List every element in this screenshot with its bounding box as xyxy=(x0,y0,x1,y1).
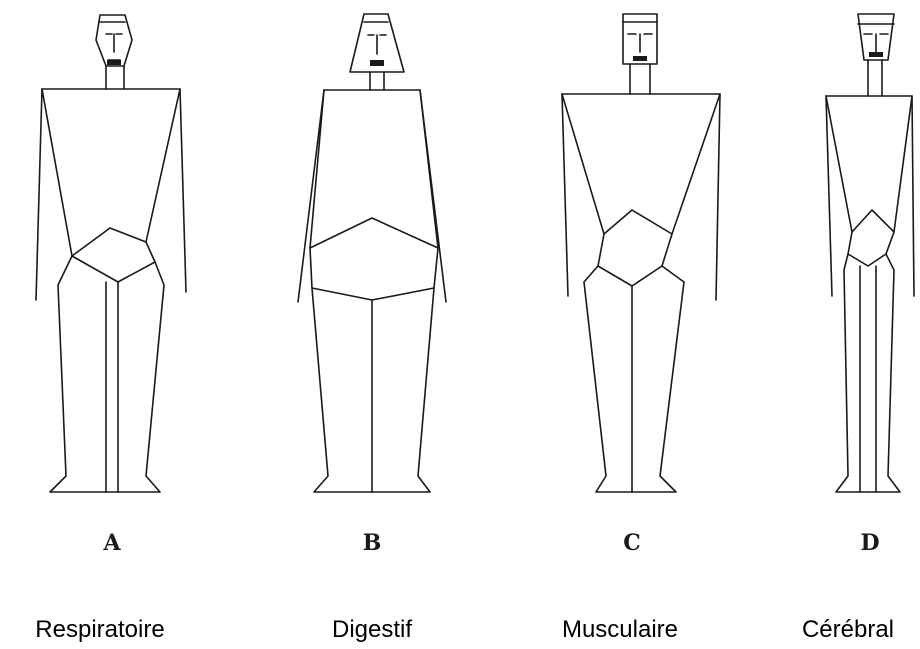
figure-a-neck xyxy=(106,66,124,89)
figure-d-neck xyxy=(868,60,882,96)
figure-b-arms xyxy=(298,90,446,302)
figure-b-head xyxy=(350,14,404,72)
figure-letter-c: C xyxy=(602,530,662,556)
figure-c-torso xyxy=(562,94,720,286)
figure-c-legs xyxy=(584,266,684,492)
figure-b-digestive xyxy=(298,14,446,492)
figure-c-arms xyxy=(562,94,720,300)
figure-a-respiratory xyxy=(36,15,186,492)
figure-d-head xyxy=(858,14,894,60)
figure-a-legs xyxy=(50,256,164,492)
figure-letter-b: B xyxy=(342,530,402,556)
figure-b-legs xyxy=(312,288,434,492)
figure-c-neck xyxy=(630,64,650,94)
figure-b-neck xyxy=(370,72,384,90)
figure-c-muscular xyxy=(562,14,720,492)
figure-d-torso xyxy=(826,96,912,266)
figure-caption-c: Musculaire xyxy=(520,615,720,645)
figure-caption-a: Respiratoire xyxy=(0,615,200,645)
figure-c-head xyxy=(623,14,657,64)
figure-a-arms xyxy=(36,89,186,300)
figure-d-legs xyxy=(836,254,900,492)
figure-caption-d: Cérébral xyxy=(748,615,920,645)
figure-letter-a: A xyxy=(82,530,142,556)
figure-d-arms xyxy=(826,96,914,296)
figure-b-torso xyxy=(310,90,438,300)
figure-caption-b: Digestif xyxy=(272,615,472,645)
figure-letter-d: D xyxy=(840,530,900,556)
figure-a-head xyxy=(96,15,132,66)
figure-a-torso xyxy=(42,89,180,282)
figure-d-cerebral xyxy=(826,14,914,492)
